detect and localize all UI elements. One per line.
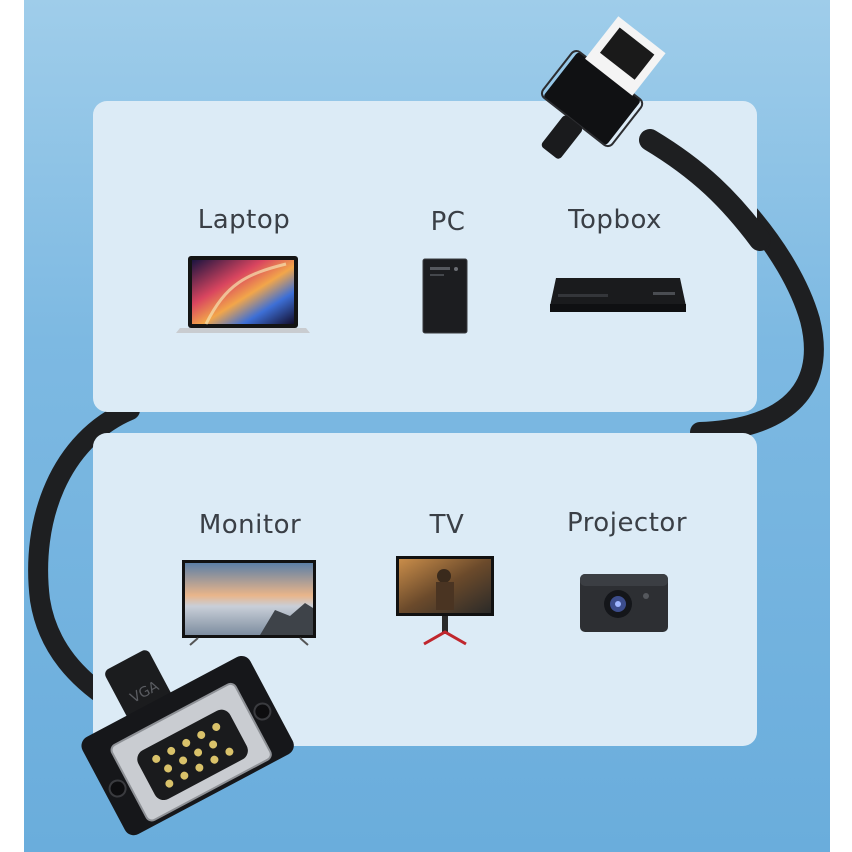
- projector-icon: [580, 574, 668, 632]
- laptop-label: Laptop: [197, 205, 291, 235]
- tv-label: TV: [429, 510, 465, 540]
- projector-label: Projector: [566, 508, 688, 538]
- monitor-icon: [182, 560, 316, 646]
- laptop-icon: [176, 256, 310, 333]
- monitor-label: Monitor: [198, 510, 302, 540]
- pc-tower-icon: [422, 258, 468, 334]
- pc-label: PC: [430, 207, 466, 237]
- tv-icon: [396, 556, 494, 646]
- set-top-box-icon: [550, 278, 686, 312]
- topbox-label: Topbox: [568, 205, 662, 235]
